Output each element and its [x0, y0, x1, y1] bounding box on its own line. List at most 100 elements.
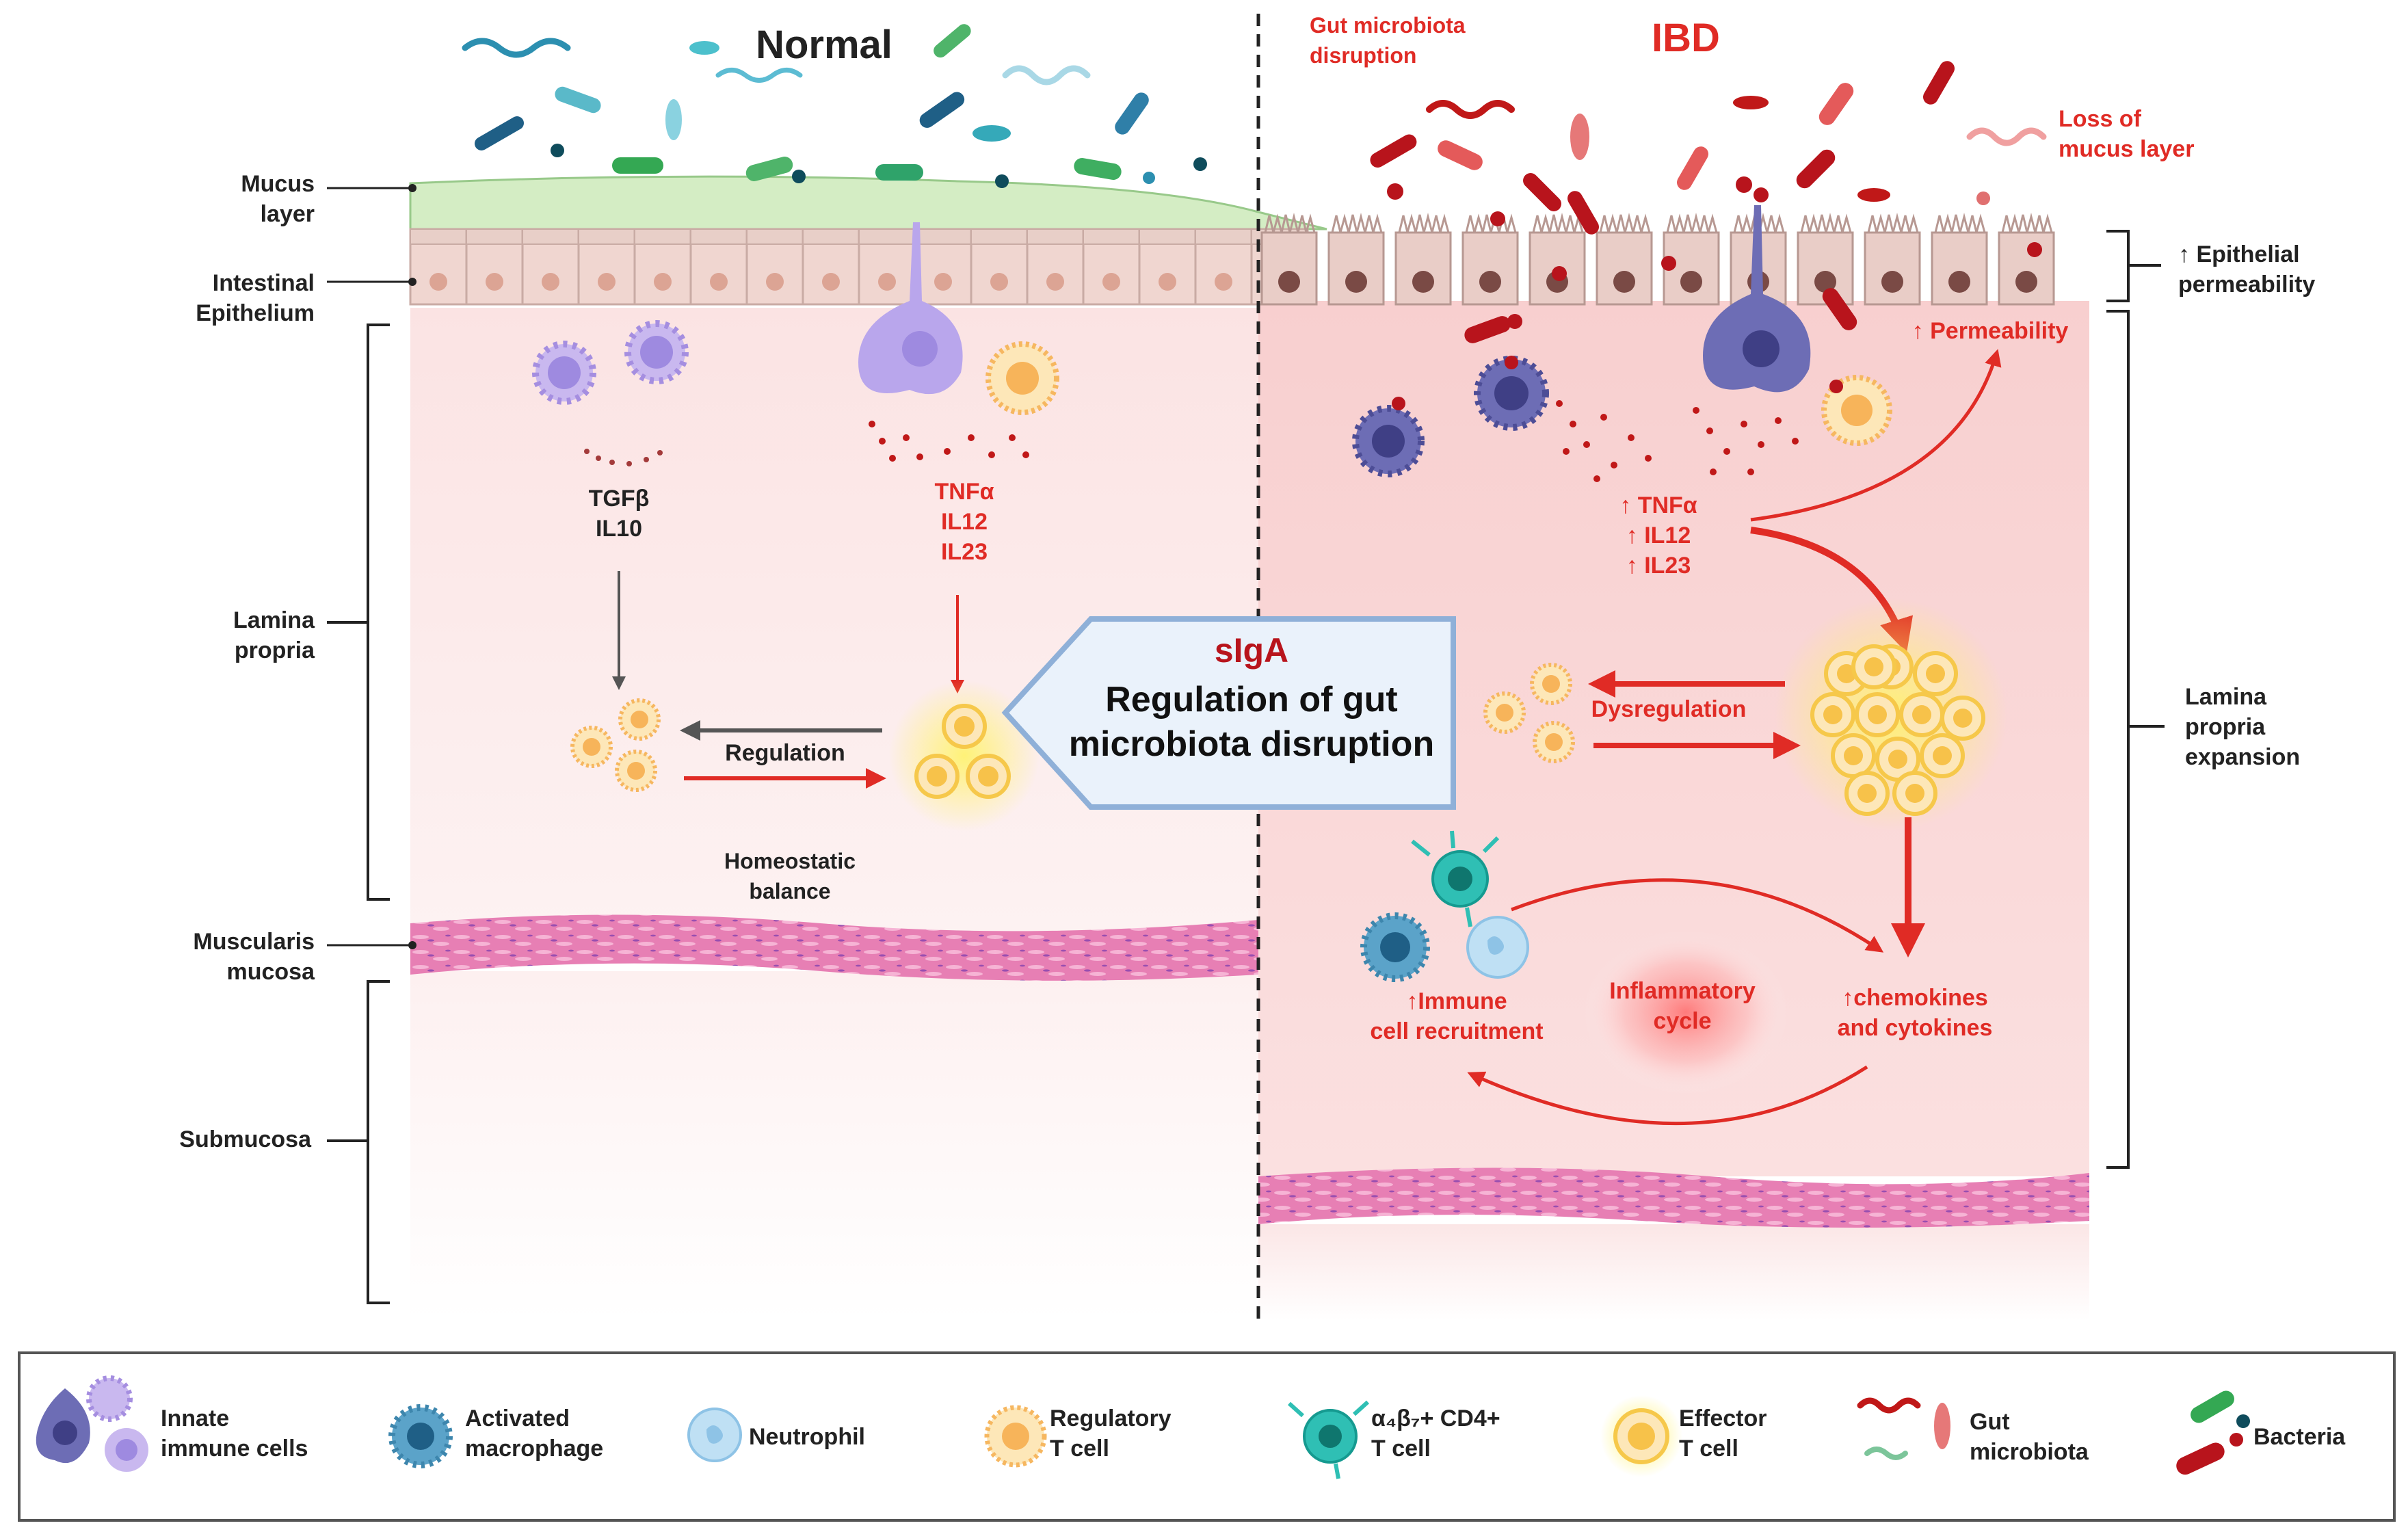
epithelial-cell: [521, 228, 580, 306]
legend-microbiota-icon: [1857, 1397, 1950, 1460]
legend-neutrophil: Neutrophil: [749, 1424, 865, 1450]
legend-effector-icon: [1600, 1395, 1682, 1477]
pathogen-rod: [1923, 61, 1955, 105]
epithelial-cell: [409, 228, 468, 306]
microbe-coccus: [995, 174, 1009, 188]
bracket-lamina: [327, 323, 390, 901]
regulatory-t-cell-cluster: [570, 698, 661, 792]
pathogen-rod: [1818, 83, 1854, 125]
microbe-rod: [934, 24, 971, 58]
effector-t-cell: [1831, 733, 1876, 778]
pathogen-spiky: [1570, 114, 1589, 160]
microbe-rod: [555, 86, 601, 114]
epithelial-cell: [802, 228, 860, 306]
pathogen-spiky: [1733, 96, 1769, 109]
label-permeability: ↑ Permeability: [1912, 318, 2069, 344]
effector-t-cell-expansion: [1775, 598, 2007, 831]
pathogen-rod: [1677, 146, 1708, 190]
pathogen-coccus: [1387, 183, 1403, 200]
pathogen-rod: [1464, 316, 1511, 343]
epithelial-cell: [1529, 213, 1586, 306]
pathogen-squiggle: [1426, 100, 1515, 119]
cycle-arrow-bottom: [1467, 1065, 1868, 1125]
effector-t-cell: [1899, 692, 1944, 737]
epithelial-cell: [689, 228, 748, 306]
callout-line2: microbiota disruption: [1069, 724, 1434, 764]
epithelial-cell: [1327, 213, 1385, 306]
epithelial-cell: [577, 228, 636, 306]
microbe-spiky: [973, 125, 1011, 142]
microbe-squiggle: [1002, 65, 1091, 85]
effector-t-cell: [1940, 696, 1985, 741]
pathogen-rod: [1567, 191, 1599, 235]
microbe-rod: [475, 116, 524, 150]
microbe-squiggle: [715, 68, 803, 83]
microbe-coccus: [1193, 157, 1207, 171]
effector-t-cell: [1892, 771, 1937, 816]
activated-dendritic-cell: [1703, 205, 1811, 393]
pathogen-coccus: [1507, 314, 1522, 329]
legend-cd4-icon: [1287, 1400, 1370, 1479]
epithelial-cell: [633, 228, 692, 306]
pathogen-coccus: [2027, 242, 2042, 257]
cytokine-dots-ibd: [1556, 400, 1799, 482]
pathogen-coccus: [1661, 256, 1676, 271]
pathogen-rod: [1822, 288, 1857, 330]
epithelial-cell: [745, 228, 804, 306]
microbe-coccus: [1143, 172, 1155, 184]
arrow-to-permeability: [1750, 349, 2002, 522]
epithelial-cell: [465, 228, 524, 306]
pathogen-coccus: [1754, 187, 1769, 202]
pathogen-spiky: [1857, 188, 1890, 202]
epithelial-cell: [1998, 213, 2055, 306]
epithelial-cell: [1864, 213, 1921, 306]
cycle-arrow-top: [1511, 878, 1884, 953]
legend-neutrophil-icon: [687, 1408, 742, 1462]
activated-innate-cell: [1474, 356, 1549, 431]
label-dysregulation: Dysregulation: [1591, 696, 1747, 722]
microbe-rod: [1115, 92, 1149, 135]
microbe-rod: [1074, 158, 1122, 180]
bracket-epithelial: [2106, 230, 2161, 302]
microbe-squiggle: [462, 38, 571, 58]
title-ibd: IBD: [1652, 16, 1720, 60]
callout-siga: sIgA: [1215, 631, 1288, 670]
dendritic-cell: [858, 222, 963, 395]
neutrophil: [1466, 916, 1529, 979]
bracket-lamina-expansion: [2106, 310, 2165, 1169]
legend-bacteria-icon: [2176, 1390, 2250, 1475]
muscularis-ibd: [1258, 1167, 2089, 1228]
epithelial-cell: [914, 228, 973, 306]
epithelial-cell: [1260, 213, 1318, 306]
pathogen-rod: [1796, 149, 1836, 189]
pathogen-squiggle: [1966, 127, 2047, 146]
epithelial-cell: [1082, 228, 1141, 306]
effector-t-cell-cluster: [889, 681, 1040, 831]
effector-t-cell: [1855, 692, 1900, 737]
callout-line1: Regulation of gut: [1105, 680, 1397, 719]
submucosa-normal: [410, 971, 1258, 1320]
legend-macrophage-icon: [388, 1404, 453, 1468]
effector-t-cell: [1844, 771, 1890, 816]
ibd-cells: ↑ TNFα↑ IL12↑ IL23 ↑ Permeability Dysreg…: [1310, 13, 2194, 1125]
microbe-coccus: [792, 170, 806, 183]
siga-callout: sIgA Regulation of gut microbiota disrup…: [1001, 616, 1456, 810]
epithelial-cell: [1461, 213, 1519, 306]
epithelial-cell: [858, 228, 916, 306]
effector-t-cell: [1851, 644, 1896, 689]
